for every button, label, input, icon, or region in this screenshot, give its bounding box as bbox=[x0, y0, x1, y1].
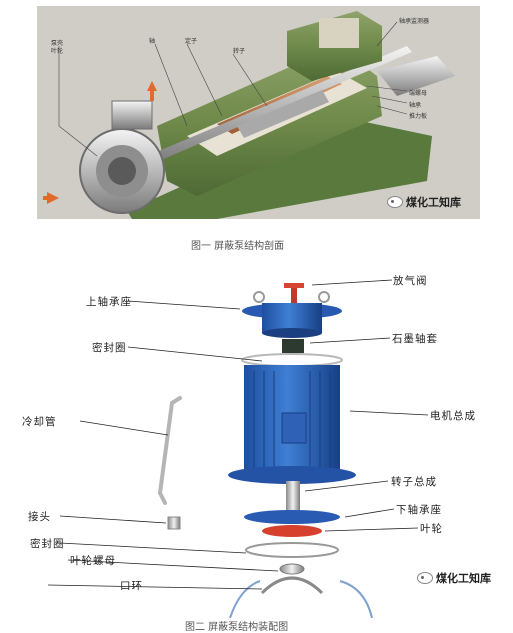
label-graphite-sleeve: 石墨轴套 bbox=[392, 333, 438, 345]
figure2-leader-lines bbox=[47, 279, 429, 590]
wechat-icon bbox=[387, 196, 403, 208]
pump-casing-edge-left bbox=[229, 580, 261, 618]
label-seal-ring-bottom: 密封圈 bbox=[30, 538, 65, 550]
motor-cooling-fins bbox=[253, 371, 331, 468]
rotor-shaft bbox=[286, 481, 300, 511]
label-impeller-nut: 叶轮螺母 bbox=[70, 555, 116, 567]
seal-ring-bottom bbox=[245, 542, 339, 558]
inlet-arrow-shaft bbox=[43, 196, 53, 200]
outlet-arrow-icon bbox=[147, 81, 157, 91]
label-joint: 接头 bbox=[28, 511, 51, 523]
figure2-exploded-view: 上轴承座 放气阀 石墨轴套 密封圈 电机总成 冷却管 转子总成 下轴承座 接头 … bbox=[0, 263, 513, 618]
lower-bearing-seat bbox=[244, 510, 340, 524]
watermark-figure2: 煤化工知库 bbox=[417, 570, 491, 586]
bearing-monitor bbox=[377, 56, 455, 96]
watermark-figure1: 煤化工知库 bbox=[387, 194, 461, 210]
figure1-cutaway-image: 泵壳 叶轮 轴 定子 转子 轴承监测器 端螺母 轴承 推力板 煤化工知库 bbox=[37, 6, 480, 219]
label-impeller: 叶轮 bbox=[420, 523, 443, 535]
joint-part bbox=[167, 516, 181, 530]
junction-box-interior bbox=[319, 18, 359, 48]
label-seal-ring-top: 密封圈 bbox=[92, 342, 127, 354]
motor-nameplate bbox=[281, 412, 307, 444]
graphite-sleeve bbox=[282, 339, 304, 353]
impeller-part bbox=[262, 525, 322, 537]
label-rotor-assembly: 转子总成 bbox=[391, 476, 437, 488]
outlet-arrow-shaft bbox=[150, 91, 154, 101]
impeller-nut-part bbox=[279, 563, 305, 575]
motor-base-flange bbox=[228, 466, 356, 484]
lifting-eye-left bbox=[253, 291, 265, 303]
label-thrust-plate: 推力板 bbox=[409, 113, 428, 120]
label-upper-bearing-seat: 上轴承座 bbox=[86, 296, 132, 308]
shaft bbox=[147, 46, 412, 164]
label-rotor: 转子 bbox=[233, 48, 246, 55]
label-lower-bearing-seat: 下轴承座 bbox=[396, 504, 442, 516]
vent-valve-stem bbox=[291, 285, 297, 303]
label-pump-casing: 泵壳 bbox=[51, 40, 64, 47]
watermark-text: 煤化工知库 bbox=[436, 572, 491, 585]
watermark-text: 煤化工知库 bbox=[406, 196, 461, 209]
label-bearing: 轴承 bbox=[409, 102, 422, 109]
label-end-nut: 端螺母 bbox=[409, 90, 428, 97]
label-vent-valve: 放气阀 bbox=[393, 275, 428, 287]
impeller-eye bbox=[108, 157, 136, 185]
upper-bearing-seat-bottom bbox=[262, 328, 322, 338]
wechat-icon bbox=[417, 572, 433, 584]
label-stator: 定子 bbox=[185, 38, 198, 45]
figure2-caption: 图二 屏蔽泵结构装配图 bbox=[185, 622, 289, 633]
discharge-flange bbox=[111, 100, 153, 130]
label-mouth-ring: 口环 bbox=[120, 580, 143, 592]
exploded-drawing bbox=[47, 279, 429, 618]
figure1-caption: 图一 屏蔽泵结构剖面 bbox=[191, 241, 285, 252]
label-cooling-pipe: 冷却管 bbox=[22, 416, 57, 428]
pump-casing-edge-right bbox=[339, 580, 373, 618]
seal-ring-top bbox=[241, 353, 343, 367]
label-motor-assembly: 电机总成 bbox=[430, 410, 476, 422]
rotor bbox=[237, 90, 329, 138]
mouth-ring-part bbox=[260, 576, 324, 595]
cutaway-drawing bbox=[43, 11, 455, 219]
cooling-pipe-part bbox=[157, 396, 182, 505]
lifting-eye-right bbox=[318, 291, 330, 303]
label-shaft: 轴 bbox=[149, 38, 156, 45]
label-impeller: 叶轮 bbox=[51, 48, 64, 55]
figure1-leader-lines bbox=[58, 21, 408, 157]
vent-valve-handle bbox=[284, 283, 304, 288]
label-bearing-monitor: 轴承监测器 bbox=[399, 18, 430, 25]
